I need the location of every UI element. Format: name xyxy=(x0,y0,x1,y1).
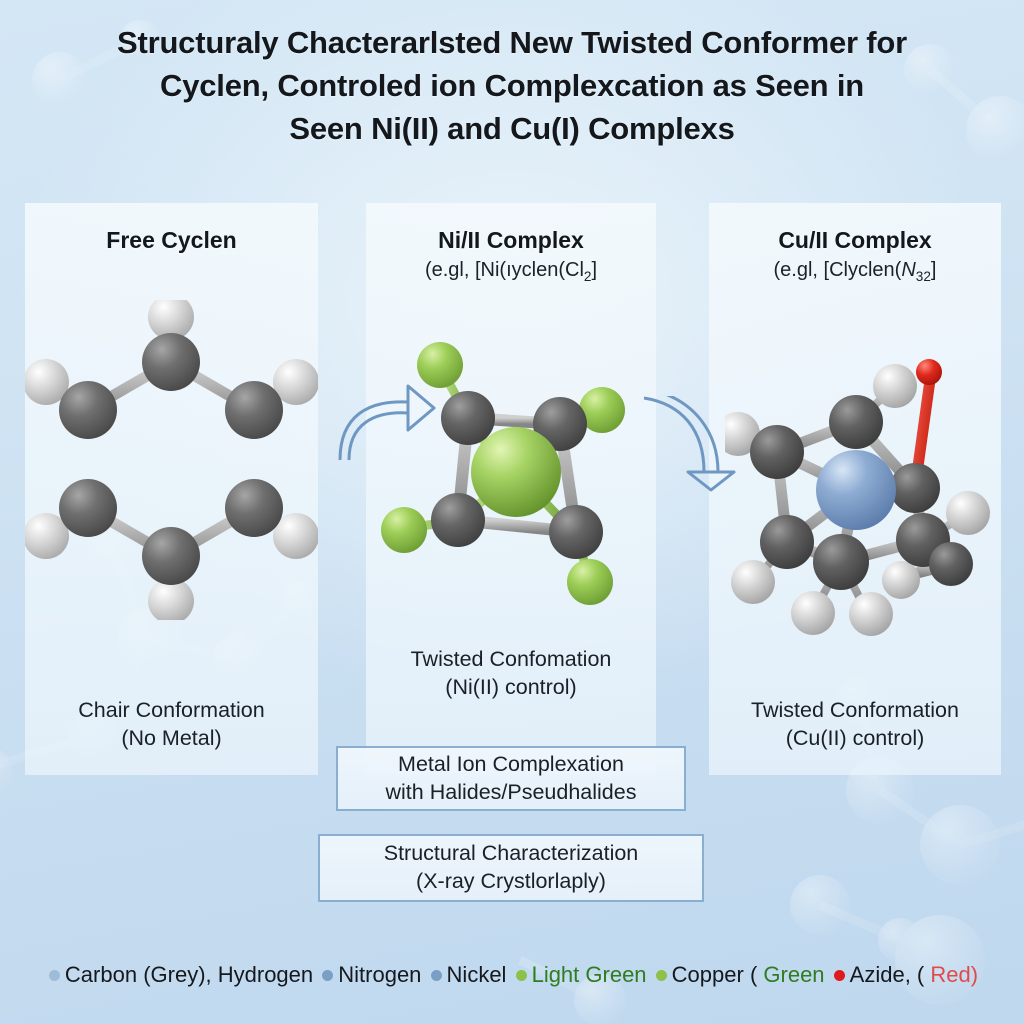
carbon-atoms xyxy=(59,333,283,585)
hydrogen-atoms xyxy=(725,364,990,636)
legend-label: Nitrogen xyxy=(338,962,422,987)
panel-cu-complex-caption: Twisted Conformation (Cu(II) control) xyxy=(709,697,1001,753)
panel-ni-complex: Ni/II Complex (e.gl, [Ni(ıyclen(Cl2] Twi… xyxy=(366,203,656,775)
legend-label: Nickel xyxy=(446,962,507,987)
legend-label: Light Green xyxy=(531,962,647,987)
cu-formula-prefix: (e.gl, [Clyclen( xyxy=(773,259,902,281)
chloride-atoms xyxy=(381,342,625,605)
figure-title: Structuraly Chacterarlsted New Twisted C… xyxy=(60,22,964,150)
legend-item: Green xyxy=(763,962,824,987)
panel-cu-complex-subtitle: (e.gl, [Clyclen(N32] xyxy=(709,259,1001,284)
color-legend: Carbon (Grey), Hydrogen Nitrogen Nickel … xyxy=(0,962,1024,988)
legend-dot-icon xyxy=(430,970,442,981)
nickel-center-atom xyxy=(471,427,561,517)
legend-label: Red) xyxy=(930,962,979,987)
legend-dot-icon xyxy=(515,970,527,981)
callout-line-2: (X-ray Crystlorlaply) xyxy=(416,869,606,893)
legend-label: Azide, ( xyxy=(849,962,925,987)
callout-line-1: Structural Characterization xyxy=(383,841,639,866)
molecule-ni-complex xyxy=(381,342,625,605)
ni-formula-prefix: (e.gl, [Ni(ıyclen(Cl xyxy=(424,259,584,281)
caption-line-2: (No Metal) xyxy=(121,725,222,750)
legend-item: Nitrogen xyxy=(319,962,421,987)
legend-item: Light Green xyxy=(513,962,647,987)
cu-formula-suffix: ] xyxy=(930,259,937,281)
bond-group xyxy=(82,356,260,562)
arrow-free-to-ni xyxy=(338,384,436,461)
panel-ni-complex-title: Ni/II Complex xyxy=(438,227,584,253)
title-line-1: Structuraly Chacterarlsted New Twisted C… xyxy=(116,25,908,60)
cu-formula-element: N xyxy=(901,259,916,281)
molecule-cu-complex xyxy=(725,359,990,636)
caption-line-1: Twisted Conformation xyxy=(751,698,959,722)
callout-structural-characterization: Structural Characterization (X-ray Cryst… xyxy=(318,834,704,902)
panel-cu-complex-title: Cu/II Complex xyxy=(778,227,932,253)
legend-label: Copper ( xyxy=(671,962,758,987)
panel-cu-complex: Cu/II Complex (e.gl, [Clyclen(N32] Twist… xyxy=(709,203,1001,775)
molecule-free-cyclen xyxy=(25,300,318,620)
legend-item: Red) xyxy=(930,962,978,987)
callout-line-2: with Halides/Pseudhalides xyxy=(385,779,637,804)
ni-formula-subscript: 2 xyxy=(583,269,592,284)
carbon-atoms xyxy=(431,391,603,559)
callout-metal-ion-complexation: Metal Ion Complexation with Halides/Pseu… xyxy=(336,746,686,811)
legend-label: Carbon (Grey), Hydrogen xyxy=(64,962,314,987)
title-line-3: Seen Ni(II) and Cu(I) Complexs xyxy=(289,110,735,146)
caption-line-2: (Ni(II) control) xyxy=(445,674,577,699)
callout-line-1: Metal Ion Complexation xyxy=(398,751,624,776)
legend-dot-icon xyxy=(833,970,845,981)
legend-label: Green xyxy=(763,962,825,987)
title-line-2: Cyclen, Controled ion Complexcation as S… xyxy=(160,67,864,103)
hydrogen-atoms xyxy=(25,300,318,620)
panel-free-cyclen-title: Free Cyclen xyxy=(106,227,237,253)
ni-formula-suffix: ] xyxy=(591,259,598,281)
carbon-atoms xyxy=(750,395,973,590)
caption-line-1: Twisted Confomation xyxy=(410,647,612,671)
caption-line-1: Chair Conformation xyxy=(78,698,265,722)
panel-free-cyclen-caption: Chair Conformation (No Metal) xyxy=(25,697,318,753)
caption-line-2: (Cu(II) control) xyxy=(785,725,925,750)
cu-formula-subscript: 32 xyxy=(915,269,931,284)
legend-dot-icon xyxy=(48,970,60,981)
panel-ni-complex-subtitle: (e.gl, [Ni(ıyclen(Cl2] xyxy=(366,259,656,284)
legend-item: Copper ( xyxy=(653,962,758,987)
legend-item: Carbon (Grey), Hydrogen xyxy=(46,962,313,987)
panel-ni-complex-caption: Twisted Confomation (Ni(II) control) xyxy=(366,646,656,702)
azide-nitrogen-atom xyxy=(916,359,942,385)
copper-center-atom xyxy=(816,450,896,530)
legend-dot-icon xyxy=(322,970,334,981)
legend-item: Azide, ( xyxy=(831,962,925,987)
legend-item: Nickel xyxy=(428,962,507,987)
legend-dot-icon xyxy=(655,970,667,981)
arrow-ni-to-cu xyxy=(643,396,736,492)
